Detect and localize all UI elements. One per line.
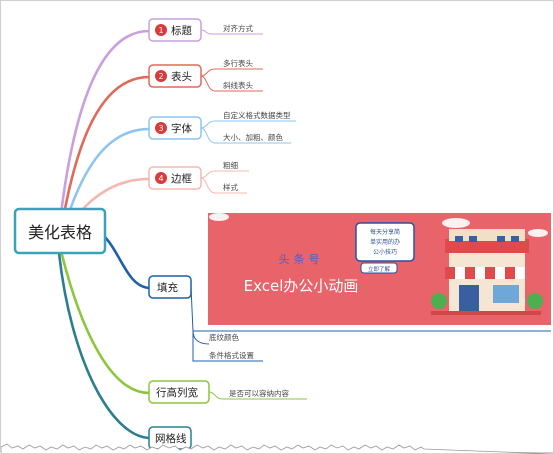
badge-3-label: 3 <box>158 124 163 133</box>
connector-header <box>59 75 150 232</box>
sub-connector-font <box>200 120 296 144</box>
sub-connector-fill <box>190 286 551 362</box>
badge-3 <box>155 122 167 134</box>
sub-item-custom-format: 自定义格式数据类型 <box>223 110 291 120</box>
branch-fill-label: 填充 <box>157 281 178 294</box>
sub-connector-header <box>200 68 263 92</box>
sub-item-style: 样式 <box>223 182 238 192</box>
badge-1-label: 1 <box>158 26 163 35</box>
connector-rowcol <box>59 250 150 395</box>
banner-brand: 头条号 <box>279 252 324 266</box>
sub-connector-border <box>200 170 249 194</box>
badge-2-label: 2 <box>158 72 163 81</box>
sub-item-size-bold-color: 大小、加粗、颜色 <box>223 132 283 142</box>
sub-item-fit-content: 是否可以容纳内容 <box>229 388 289 398</box>
branch-rowcol-label: 行高列宽 <box>156 386 198 399</box>
banner-bubble-line-2: 单实用的办 <box>370 238 400 246</box>
root-node-box[interactable] <box>13 207 107 255</box>
banner-bubble-line-3: 公小技巧 <box>373 248 397 256</box>
torn-edge <box>1 443 554 454</box>
sub-connector-title <box>200 29 263 35</box>
connector-title <box>57 29 150 232</box>
branch-header-label: 表头 <box>171 70 192 83</box>
sub-item-diagonal-header: 斜线表头 <box>223 80 253 90</box>
banner-image <box>208 213 551 325</box>
connector-fill <box>100 232 150 290</box>
branch-font-label: 字体 <box>171 122 192 135</box>
branch-border-label: 边框 <box>171 172 192 185</box>
sub-item-shading: 底纹颜色 <box>209 332 239 342</box>
sub-item-multi-header: 多行表头 <box>223 58 253 68</box>
sub-connector-rowcol <box>208 391 307 400</box>
sub-item-conditional-format: 条件格式设置 <box>209 350 254 360</box>
banner-bubble-line-1: 每天分享简 <box>370 228 400 236</box>
badge-4 <box>155 172 167 184</box>
connector-grid <box>57 252 150 440</box>
branch-title-label: 标题 <box>171 25 192 37</box>
badge-2 <box>155 70 167 82</box>
banner-button[interactable]: 立即了解 <box>368 265 391 273</box>
banner-title: Excel办公小动画 <box>244 277 359 295</box>
badge-4-label: 4 <box>158 174 163 183</box>
root-node-label: 美化表格 <box>28 223 92 242</box>
sub-item-thickness: 粗细 <box>223 160 238 170</box>
badge-1 <box>155 24 167 36</box>
branch-grid-label: 网格线 <box>155 432 187 445</box>
sub-item-align: 对齐方式 <box>223 23 253 33</box>
